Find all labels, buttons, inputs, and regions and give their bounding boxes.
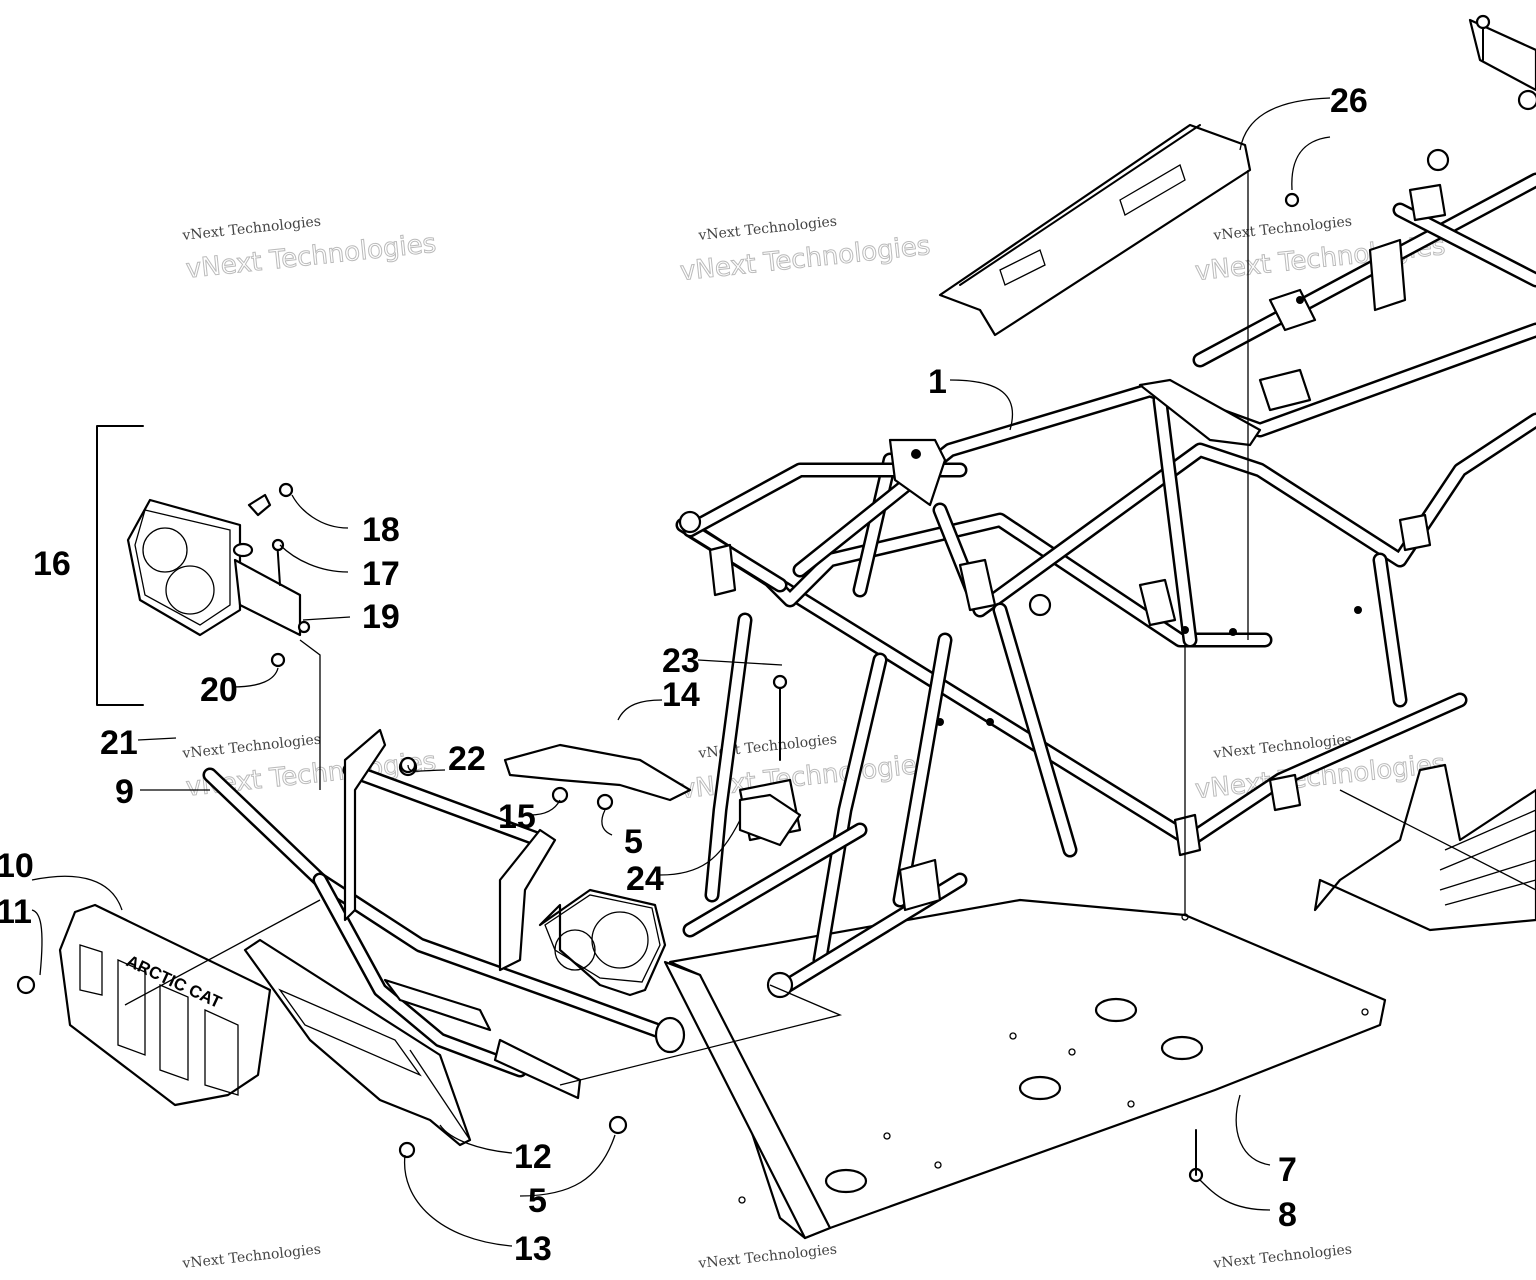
group-bracket-16 [96,425,144,706]
part-labels: 26 1 18 16 17 19 23 20 14 21 22 9 15 5 1… [0,82,1368,1268]
part-label-10: 10 [0,847,34,885]
watermark: vNext Technologies [1212,1242,1353,1273]
svg-text:vNext Technologies: vNext Technologies [181,732,322,763]
part-label-5-top: 5 [624,823,643,861]
main-frame [675,18,1536,999]
part-label-17: 17 [362,555,400,593]
svg-text:vNext Technologies: vNext Technologies [181,214,322,245]
part-label-23: 23 [662,642,700,680]
part-label-9: 9 [115,773,134,811]
svg-text:vNext Technologies: vNext Technologies [697,214,838,245]
bracket [738,793,802,847]
part-label-7: 7 [1278,1151,1297,1189]
part-label-24: 24 [626,860,664,898]
fasteners [16,14,1491,1183]
part-label-21: 21 [100,724,138,762]
svg-text:vNext Technologies: vNext Technologies [697,732,838,763]
heat-shield [938,123,1252,337]
headlight-assembly [126,482,667,997]
part-label-20: 20 [200,671,238,709]
air-duct [503,743,692,802]
part-label-15: 15 [498,798,536,836]
part-label-14: 14 [662,676,700,714]
part-label-1: 1 [928,363,947,401]
leader-lines [31,97,1536,1247]
part-label-12: 12 [514,1138,552,1176]
watermark: vNext Technologies [697,1242,838,1273]
footwell [1313,763,1536,932]
svg-text:vNext Technologies: vNext Technologies [181,1242,322,1273]
skid-plate [663,898,1387,1240]
part-label-25: 26 [1330,82,1368,120]
svg-text:vNext Technologies: vNext Technologies [1212,1242,1353,1273]
part-label-22: 22 [448,740,486,778]
part-label-16: 16 [33,545,71,583]
front-panel [243,938,472,1147]
part-label-13: 13 [514,1230,552,1268]
part-label-11: 11 [0,893,32,931]
watermark: vNext Technologies vNext Technologies [678,732,932,806]
watermark: vNext Technologies [181,1242,322,1273]
grille-plate: ARCTIC CAT [58,903,272,1107]
front-bumper [202,728,686,1100]
part-label-8: 8 [1278,1196,1297,1234]
svg-text:vNext Technologies: vNext Technologies [1212,214,1353,245]
part-label-18: 18 [362,511,400,549]
svg-text:vNext Technologies: vNext Technologies [697,1242,838,1273]
part-label-5-bottom: 5 [528,1182,547,1220]
watermark: vNext Technologies vNext Technologies [678,214,932,288]
watermark: vNext Technologies vNext Technologies [181,214,438,286]
part-label-19: 19 [362,598,400,636]
